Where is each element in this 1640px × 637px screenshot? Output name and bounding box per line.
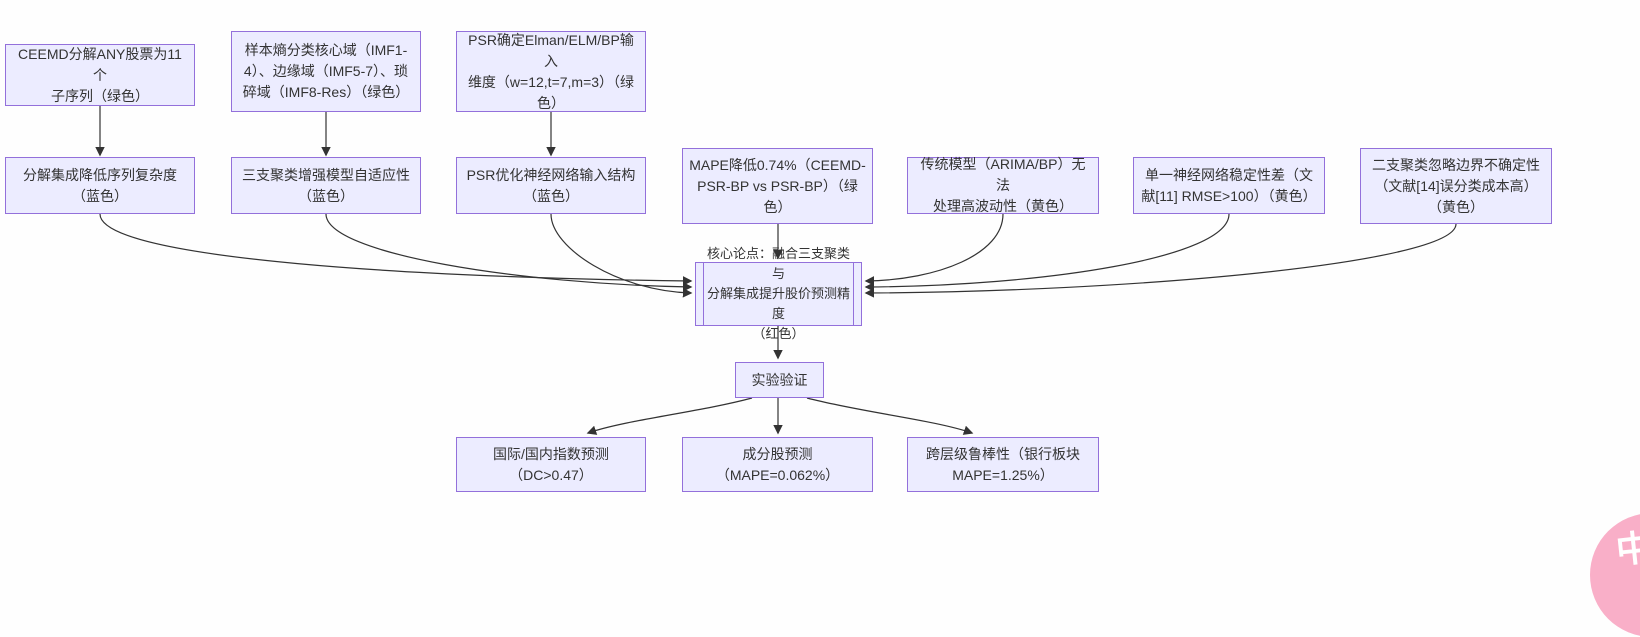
node-label: PSR确定Elman/ELM/BP输入 维度（w=12,t=7,m=3）（绿 色… [467, 31, 635, 111]
node-label: 成分股预测 （MAPE=0.062%） [715, 445, 840, 483]
node-label: MAPE降低0.74%（CEEMD- PSR-BP vs PSR-BP）（绿 色… [689, 156, 866, 215]
node-ceemd-decomposition: CEEMD分解ANY股票为11个 子序列（绿色） [5, 44, 195, 106]
node-label: 传统模型（ARIMA/BP）无法 处理高波动性（黄色） [920, 156, 1086, 214]
node-index-prediction: 国际/国内指数预测 （DC>0.47） [456, 437, 646, 492]
node-experiment-validation: 实验验证 [735, 362, 824, 398]
edge-threeway-core [325, 213, 693, 292]
node-cross-level-robustness: 跨层级鲁棒性（银行板块 MAPE=1.25%） [907, 437, 1099, 492]
node-two-way-clustering-limit: 二支聚类忽略边界不确定性 （文献[14]误分类成本高） （黄色） [1360, 148, 1552, 224]
node-label: 三支聚类增强模型自适应性 （蓝色） [242, 166, 410, 204]
node-label: 样本熵分类核心域（IMF1- 4）、边缘域（IMF5-7）、琐 碎域（IMF8-… [242, 42, 410, 100]
node-single-nn-instability: 单一神经网络稳定性差（文 献[11] RMSE>100）（黄色） [1133, 157, 1325, 214]
node-psr-optimization: PSR优化神经网络输入结构 （蓝色） [456, 157, 646, 214]
node-mape-improvement: MAPE降低0.74%（CEEMD- PSR-BP vs PSR-BP）（绿 色… [682, 148, 873, 224]
node-label: CEEMD分解ANY股票为11个 子序列（绿色） [18, 45, 182, 104]
node-psr-input-dimension: PSR确定Elman/ELM/BP输入 维度（w=12,t=7,m=3）（绿 色… [456, 31, 646, 112]
node-core-thesis: 核心论点：融合三支聚类与 分解集成提升股价预测精度 （红色） [695, 246, 862, 341]
node-label: 二支聚类忽略边界不确定性 （文献[14]误分类成本高） （黄色） [1372, 156, 1540, 215]
node-three-way-clustering: 三支聚类增强模型自适应性 （蓝色） [231, 157, 421, 214]
edge-psropt-core [550, 213, 693, 298]
node-label: 实验验证 [751, 371, 808, 388]
node-label: 单一神经网络稳定性差（文 献[11] RMSE>100）（黄色） [1141, 166, 1317, 204]
edge-singlenn-core [864, 213, 1230, 292]
edge-experiment-robust [806, 397, 974, 435]
node-label: 跨层级鲁棒性（银行板块 MAPE=1.25%） [926, 445, 1080, 483]
node-sample-entropy-classification: 样本熵分类核心域（IMF1- 4）、边缘域（IMF5-7）、琐 碎域（IMF8-… [231, 31, 421, 112]
edge-traditional-core [864, 213, 1004, 286]
node-traditional-model-limit: 传统模型（ARIMA/BP）无法 处理高波动性（黄色） [907, 156, 1099, 214]
edge-twoway-core [864, 223, 1457, 298]
node-decomposition-ensemble: 分解集成降低序列复杂度 （蓝色） [5, 157, 195, 214]
node-component-stock-prediction: 成分股预测 （MAPE=0.062%） [682, 437, 873, 492]
edge-decomp-core [99, 213, 693, 286]
node-label: 国际/国内指数预测 （DC>0.47） [493, 445, 609, 483]
node-label: PSR优化神经网络输入结构 （蓝色） [466, 166, 636, 204]
watermark-text: 中A [1613, 523, 1640, 572]
watermark-badge: 中A [1590, 513, 1640, 637]
node-label: 分解集成降低序列复杂度 （蓝色） [23, 166, 177, 204]
edge-experiment-index [586, 397, 753, 435]
node-label: 核心论点：融合三支聚类与 分解集成提升股价预测精度 （红色） [706, 246, 850, 341]
